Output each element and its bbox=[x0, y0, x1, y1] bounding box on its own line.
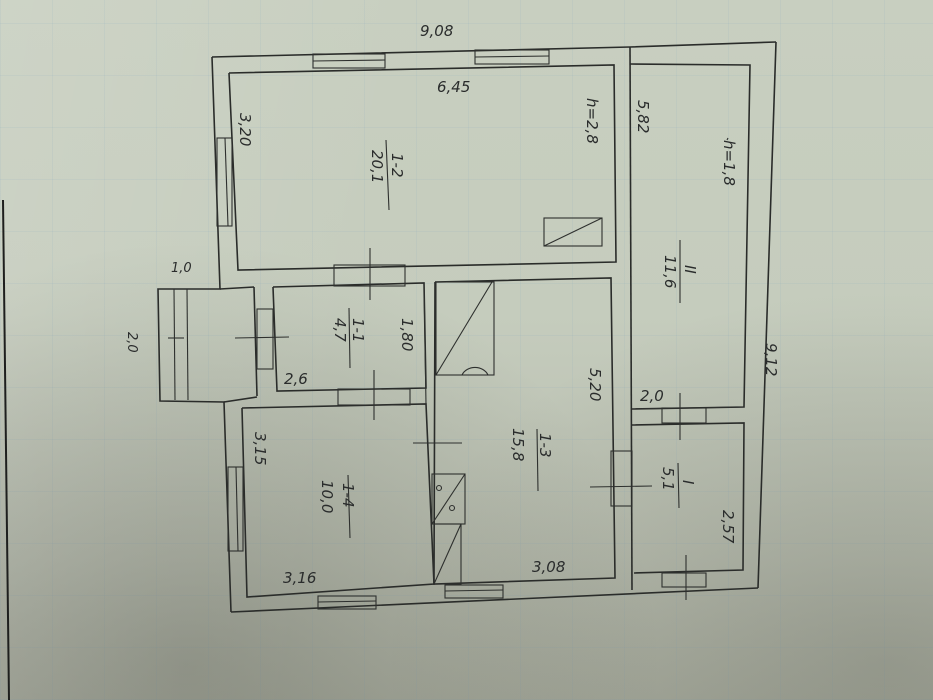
dimension-room-I-width: 2,0 bbox=[640, 387, 664, 405]
dimension-room-1-2-width: 6,45 bbox=[437, 78, 470, 96]
stairs-icon bbox=[435, 281, 495, 376]
room-II-height: h=1,8 bbox=[720, 140, 738, 186]
room-1-1-area: 4,7 bbox=[331, 318, 349, 342]
porch bbox=[168, 288, 189, 401]
room-II-area: 11,6 bbox=[661, 255, 679, 288]
room-1-3-area: 15,8 bbox=[509, 428, 527, 461]
room-1-3-id: 1-3 bbox=[536, 433, 554, 458]
room-1-4-id: 1-4 bbox=[339, 483, 357, 508]
dimension-porch-width: 1,0 bbox=[171, 261, 192, 276]
dimension-room-II-depth: 5,82 bbox=[634, 100, 652, 133]
windows bbox=[216, 49, 707, 610]
room-I-id: I bbox=[679, 480, 697, 485]
room-1-2-area: 20,1 bbox=[368, 150, 386, 183]
dimension-room-1-4-depth: 3,15 bbox=[251, 432, 269, 465]
dimension-right-length: 9,12 bbox=[762, 343, 780, 376]
room-1-4-area: 10,0 bbox=[318, 480, 336, 513]
dimension-room-1-1-depth: 1,80 bbox=[398, 318, 416, 351]
dimension-top-width: 9,08 bbox=[420, 22, 453, 40]
boiler-icon bbox=[431, 473, 466, 585]
outer-wall bbox=[157, 41, 777, 613]
dimension-room-1-1-width: 2,6 bbox=[284, 370, 308, 388]
room-1-3-walls bbox=[433, 277, 616, 585]
stove-icon bbox=[543, 217, 603, 247]
paper-edge-line bbox=[2, 199, 10, 700]
dimension-room-1-2-depth: 3,20 bbox=[236, 113, 254, 146]
dimension-room-1-3-width: 3,08 bbox=[532, 558, 565, 576]
room-1-1-id: 1-1 bbox=[349, 318, 367, 343]
room-1-2-id: 1-2 bbox=[388, 153, 406, 178]
room-1-4-walls bbox=[241, 403, 435, 598]
room-I-area: 5,1 bbox=[659, 467, 677, 491]
room-II-id: II bbox=[681, 265, 699, 274]
room-1-2-height: h=2,8 bbox=[583, 98, 601, 144]
dimension-room-I-depth: 2,57 bbox=[719, 510, 737, 544]
dimension-room-1-3-depth: 5,20 bbox=[586, 368, 604, 401]
fraction-bars bbox=[347, 137, 729, 539]
dimension-porch-length: 2,0 bbox=[124, 332, 139, 353]
dimension-room-1-4-width: 3,16 bbox=[283, 569, 316, 587]
door-marks bbox=[234, 248, 687, 600]
